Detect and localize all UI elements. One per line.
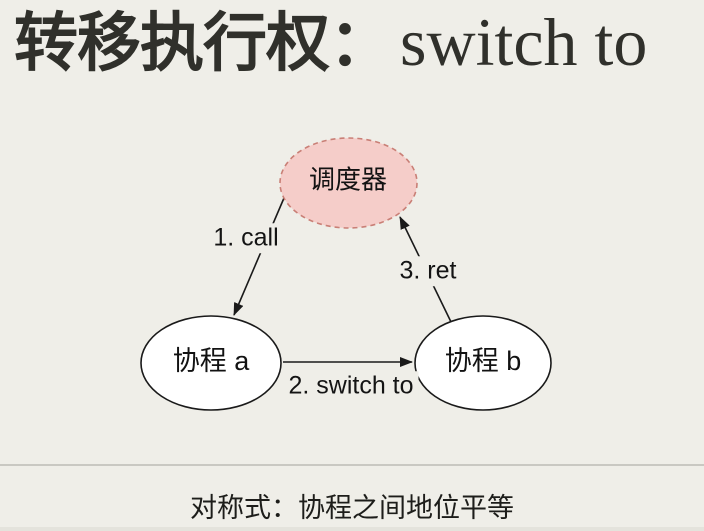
coroutine-a-node-label: 协程 a xyxy=(172,346,250,377)
page-title-english: switch to xyxy=(400,4,648,80)
coroutine-b-node-label: 协程 b xyxy=(444,346,522,377)
page-title-chinese: 转移执行权： xyxy=(14,7,393,79)
edge-label-call: 1. call xyxy=(208,223,284,253)
coroutine-b-node-ellipse xyxy=(414,315,552,411)
edge-label-ret: 3. ret xyxy=(394,256,462,286)
edge-call-arrow xyxy=(233,197,285,316)
scheduler-node-ellipse xyxy=(279,137,418,229)
page-title: 转移执行权： switch to xyxy=(14,2,647,84)
coroutine-a-node-ellipse xyxy=(140,315,282,411)
bottom-edge-strip xyxy=(0,527,704,531)
footer-divider xyxy=(0,464,704,466)
footer-note: 对称式：协程之间地位平等 xyxy=(190,493,514,523)
edge-label-switch-to: 2. switch to xyxy=(283,371,419,401)
scheduler-node-label: 调度器 xyxy=(308,164,388,195)
